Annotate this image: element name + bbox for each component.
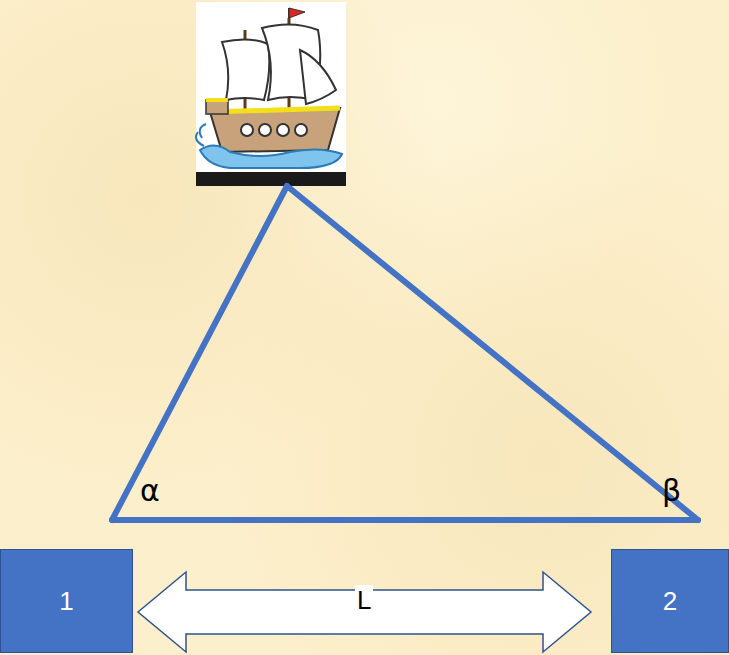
numbered-box: 2 (611, 549, 729, 653)
angle-label: α (140, 473, 160, 508)
distance-label: L (355, 585, 373, 616)
box-number: 2 (663, 586, 677, 617)
ship-picture (196, 2, 346, 186)
angle-label: β (662, 473, 681, 508)
numbered-box: 1 (0, 549, 133, 653)
triangle (112, 186, 698, 520)
box-number: 1 (59, 586, 73, 617)
double-arrow (138, 572, 591, 652)
